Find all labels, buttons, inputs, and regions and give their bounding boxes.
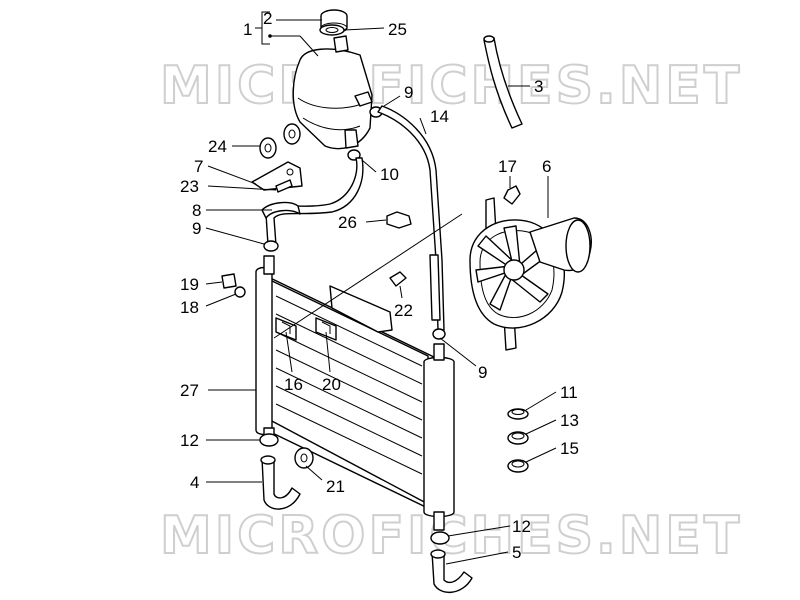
clamp-9-left	[263, 240, 279, 252]
clamp-11	[507, 408, 529, 420]
callout-19: 19	[180, 275, 199, 294]
callout-27: 27	[180, 381, 199, 400]
callout-9-top: 9	[404, 83, 413, 102]
screw-23	[275, 179, 293, 193]
callout-1: 1	[243, 20, 252, 39]
rubber-bushings	[259, 123, 301, 159]
callout-20: 20	[322, 375, 341, 394]
callout-22: 22	[394, 301, 413, 320]
callout-5: 5	[512, 543, 521, 562]
callout-13: 13	[560, 411, 579, 430]
callout-11: 11	[560, 383, 578, 402]
breather-hose	[483, 37, 523, 129]
hose-4	[261, 457, 301, 510]
radiator	[255, 255, 455, 531]
callout-3: 3	[534, 77, 543, 96]
callout-21: 21	[326, 477, 345, 496]
callout-18: 18	[180, 298, 199, 317]
washer-18	[234, 286, 246, 298]
clamp-9-right	[432, 328, 446, 340]
callout-10: 10	[380, 165, 399, 184]
clamp-12-right	[430, 531, 450, 545]
callout-4: 4	[190, 473, 199, 492]
screw-19	[221, 273, 237, 289]
callout-14: 14	[430, 107, 449, 126]
mount-pad-20	[315, 317, 337, 341]
clamp-12-left	[259, 433, 279, 447]
cap-seal	[319, 24, 345, 36]
callout-24: 24	[208, 137, 227, 156]
callout-12-right: 12	[512, 517, 531, 536]
clip-26	[386, 211, 412, 229]
screw-22	[389, 271, 407, 287]
callout-23: 23	[180, 177, 199, 196]
screw-17	[503, 185, 521, 205]
callout-6: 6	[542, 157, 551, 176]
callout-2: 2	[263, 9, 272, 28]
cooling-fan	[469, 197, 592, 351]
watermark-top: MICROFICHES.NET	[160, 56, 742, 116]
callout-17: 17	[498, 157, 517, 176]
callout-9-right: 9	[478, 363, 487, 382]
callout-12-left: 12	[180, 431, 199, 450]
mount-pad-16	[275, 317, 297, 341]
clamp-13	[507, 431, 529, 445]
rubber-mount-21	[294, 447, 314, 469]
tank-cap	[320, 9, 348, 34]
callout-25: 25	[388, 20, 407, 39]
expansion-tank	[292, 35, 373, 150]
callout-26: 26	[338, 213, 357, 232]
callout-15: 15	[560, 439, 579, 458]
callout-9-left: 9	[192, 219, 201, 238]
leader-lines	[205, 11, 557, 565]
callout-16: 16	[284, 375, 303, 394]
callout-7: 7	[194, 157, 203, 176]
hose-5	[431, 551, 473, 593]
callout-8: 8	[192, 201, 201, 220]
clamp-15	[507, 459, 529, 473]
